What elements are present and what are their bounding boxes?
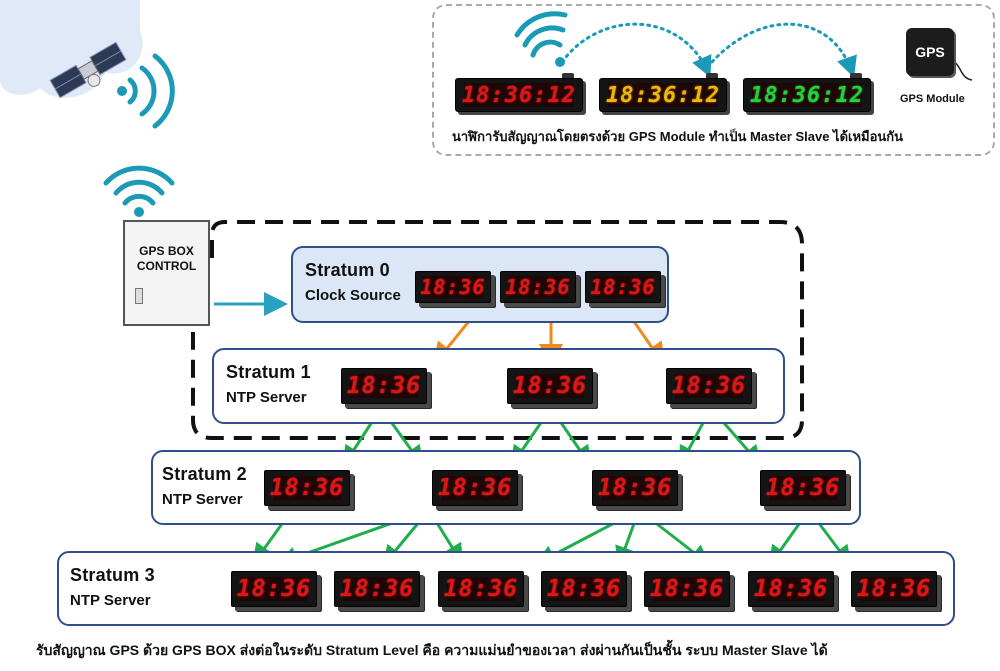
stratum-3-clock-2: 18:36 [334, 571, 420, 607]
gps-box-label-line1: GPS BOX [139, 244, 194, 258]
gps-box-signal-icon [103, 165, 175, 217]
gps-box-label-line2: CONTROL [136, 259, 197, 273]
stratum-3-clock-5: 18:36 [644, 571, 730, 607]
inset-signal-icon [514, 11, 568, 67]
stratum-1-clock-3: 18:36 [666, 368, 752, 404]
stratum-2-clock-2: 18:36 [432, 470, 518, 506]
cloud-icon [0, 0, 143, 98]
stratum-2-clock-4: 18:36 [760, 470, 846, 506]
stratum-1-clock-2: 18:36 [507, 368, 593, 404]
stratum-1-clock-1: 18:36 [341, 368, 427, 404]
stratum-3-clock-6: 18:36 [748, 571, 834, 607]
inset-dotted-arrows [560, 22, 857, 78]
dashed-group-border [191, 220, 804, 440]
stratum-3-title: Stratum 3 [70, 565, 155, 585]
stratum-2-subtitle: NTP Server [162, 491, 243, 508]
inset-clock-red-display: 18:36:12 [462, 82, 576, 108]
stratum-3-clock-3-display: 18:36 [443, 576, 519, 602]
inset-caption: นาฬิการับสัญญาณโดยตรงด้วย GPS Module ทำเ… [452, 129, 904, 144]
satellite-signal-icon [117, 53, 175, 129]
stratum-2-clock-3-display: 18:36 [597, 475, 673, 501]
stratum-3-clock-4: 18:36 [541, 571, 627, 607]
stratum-1-clock-2-display: 18:36 [512, 373, 588, 399]
stratum-0-clock-2: 18:36 [500, 271, 576, 303]
gps-box-label: GPS BOX CONTROL [125, 244, 208, 274]
stratum-3-clock-5-display: 18:36 [649, 576, 725, 602]
gps-module-label: GPS Module [900, 93, 965, 105]
inset-clock-red: 18:36:12 [455, 73, 583, 112]
satellite-icon [49, 41, 127, 99]
stratum-3-clock-1-display: 18:36 [236, 576, 312, 602]
stratum-3-clock-7: 18:36 [851, 571, 937, 607]
stratum-0-subtitle: Clock Source [305, 287, 401, 304]
stratum-3-subtitle: NTP Server [70, 592, 151, 609]
stratum-0-clock-3-display: 18:36 [590, 275, 656, 299]
stratum-3-clock-4-display: 18:36 [546, 576, 622, 602]
inset-clock-yellow-display: 18:36:12 [606, 82, 720, 108]
stratum-2-clock-1: 18:36 [264, 470, 350, 506]
stratum-1-title: Stratum 1 [226, 362, 311, 382]
stratum-3-clock-7-display: 18:36 [856, 576, 932, 602]
inset-clock-green-display: 18:36:12 [750, 82, 864, 108]
stratum-3-clock-1: 18:36 [231, 571, 317, 607]
stratum-3-clock-3: 18:36 [438, 571, 524, 607]
footer-caption: รับสัญญาณ GPS ด้วย GPS BOX ส่งต่อในระดับ… [36, 642, 828, 658]
stratum-3-clock-6-display: 18:36 [753, 576, 829, 602]
stratum-1-clock-1-display: 18:36 [346, 373, 422, 399]
stratum-2-clock-2-display: 18:36 [437, 475, 513, 501]
gps-box-latch-icon [135, 288, 143, 304]
gps-box-control: GPS BOX CONTROL [123, 220, 210, 326]
gps-module-inset [432, 4, 995, 156]
stratum-1-subtitle: NTP Server [226, 389, 307, 406]
stratum-0-clock-1: 18:36 [415, 271, 491, 303]
stratum-2-title: Stratum 2 [162, 464, 247, 484]
stratum-0-title: Stratum 0 [305, 260, 390, 280]
inset-clock-yellow: 18:36:12 [599, 73, 727, 112]
inset-clock-green: 18:36:12 [743, 73, 871, 112]
stratum-0-clock-2-display: 18:36 [505, 275, 571, 299]
gps-module-cable [951, 59, 973, 81]
stratum-3-clock-2-display: 18:36 [339, 576, 415, 602]
stratum-2-clock-1-display: 18:36 [269, 475, 345, 501]
stratum-2-clock-3: 18:36 [592, 470, 678, 506]
stratum-1-clock-3-display: 18:36 [671, 373, 747, 399]
stratum-2-clock-4-display: 18:36 [765, 475, 841, 501]
gps-module-icon: GPS [906, 28, 954, 76]
stratum-0-clock-3: 18:36 [585, 271, 661, 303]
stratum-0-clock-1-display: 18:36 [420, 275, 486, 299]
